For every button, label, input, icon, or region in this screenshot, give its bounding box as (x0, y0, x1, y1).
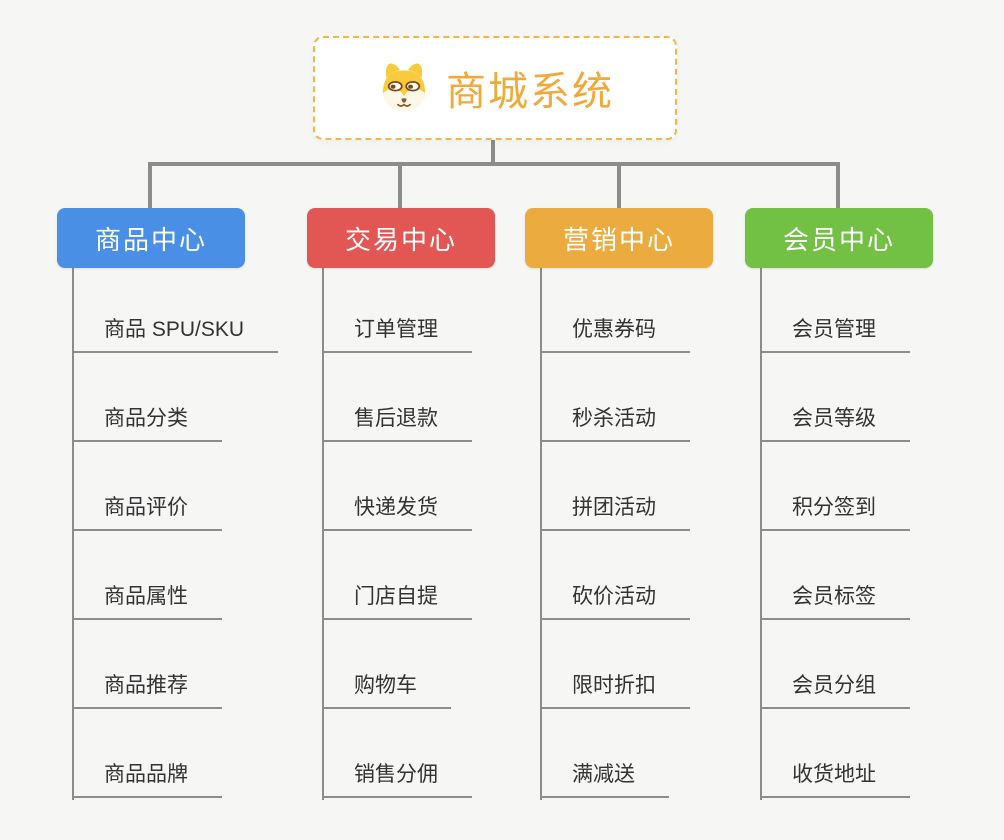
leaf-product-brand[interactable]: 商品品牌 (72, 758, 222, 798)
connector-drop-marketing (617, 162, 621, 210)
leaf-express-delivery[interactable]: 快递发货 (322, 491, 472, 531)
branch-member-center: 会员中心 会员管理 会员等级 积分签到 会员标签 会员分组 收货地址 (745, 0, 1004, 840)
branch-marketing-center: 营销中心 优惠券码 秒杀活动 拼团活动 砍价活动 限时折扣 满减送 (525, 0, 795, 840)
branch-trade-center: 交易中心 订单管理 售后退款 快递发货 门店自提 购物车 销售分佣 (307, 0, 577, 840)
branch-spine-line (322, 268, 324, 800)
leaf-member-tag[interactable]: 会员标签 (760, 580, 910, 620)
branch-product-center: 商品中心 商品 SPU/SKU 商品分类 商品评价 商品属性 商品推荐 商品品牌 (57, 0, 327, 840)
leaf-bargain-activity[interactable]: 砍价活动 (540, 580, 690, 620)
leaf-group-buy[interactable]: 拼团活动 (540, 491, 690, 531)
leaf-member-group[interactable]: 会员分组 (760, 669, 910, 709)
leaf-full-reduction[interactable]: 满减送 (540, 758, 669, 798)
branch-node-marketing-center[interactable]: 营销中心 (525, 208, 713, 268)
leaf-flash-sale[interactable]: 秒杀活动 (540, 402, 690, 442)
branch-node-trade-center[interactable]: 交易中心 (307, 208, 495, 268)
leaf-product-spu-sku[interactable]: 商品 SPU/SKU (72, 313, 279, 353)
leaf-product-review[interactable]: 商品评价 (72, 491, 222, 531)
leaf-member-level[interactable]: 会员等级 (760, 402, 910, 442)
branch-node-product-center[interactable]: 商品中心 (57, 208, 245, 268)
branch-spine-line (72, 268, 74, 800)
connector-root-stub (491, 140, 495, 166)
connector-drop-trade (398, 162, 402, 210)
branch-label-marketing-center: 营销中心 (562, 224, 675, 255)
connector-drop-member (836, 162, 840, 210)
root-node-label: 商城系统 (446, 70, 614, 114)
leaf-after-sale-refund[interactable]: 售后退款 (322, 402, 472, 442)
leaf-product-recommend[interactable]: 商品推荐 (72, 669, 222, 709)
branch-label-member-center: 会员中心 (782, 224, 895, 255)
leaf-product-category[interactable]: 商品分类 (72, 402, 222, 442)
branch-node-member-center[interactable]: 会员中心 (745, 208, 933, 268)
leaf-sales-commission[interactable]: 销售分佣 (322, 758, 472, 798)
branch-spine-line (760, 268, 762, 800)
leaf-shopping-cart[interactable]: 购物车 (322, 669, 451, 709)
leaf-shipping-address[interactable]: 收货地址 (760, 758, 910, 798)
leaf-member-management[interactable]: 会员管理 (760, 313, 910, 353)
leaf-store-pickup[interactable]: 门店自提 (322, 580, 472, 620)
root-node[interactable]: 商城系统 (313, 36, 677, 140)
connector-bus-line (148, 162, 840, 166)
dog-face-icon (382, 63, 426, 112)
leaf-order-management[interactable]: 订单管理 (322, 313, 472, 353)
branch-label-product-center: 商品中心 (94, 224, 207, 255)
connector-drop-product (148, 162, 152, 210)
leaf-limited-time-discount[interactable]: 限时折扣 (540, 669, 690, 709)
branch-label-trade-center: 交易中心 (344, 224, 457, 255)
leaf-product-attribute[interactable]: 商品属性 (72, 580, 222, 620)
leaf-coupon-code[interactable]: 优惠券码 (540, 313, 690, 353)
branch-spine-line (540, 268, 542, 800)
leaf-points-checkin[interactable]: 积分签到 (760, 491, 910, 531)
